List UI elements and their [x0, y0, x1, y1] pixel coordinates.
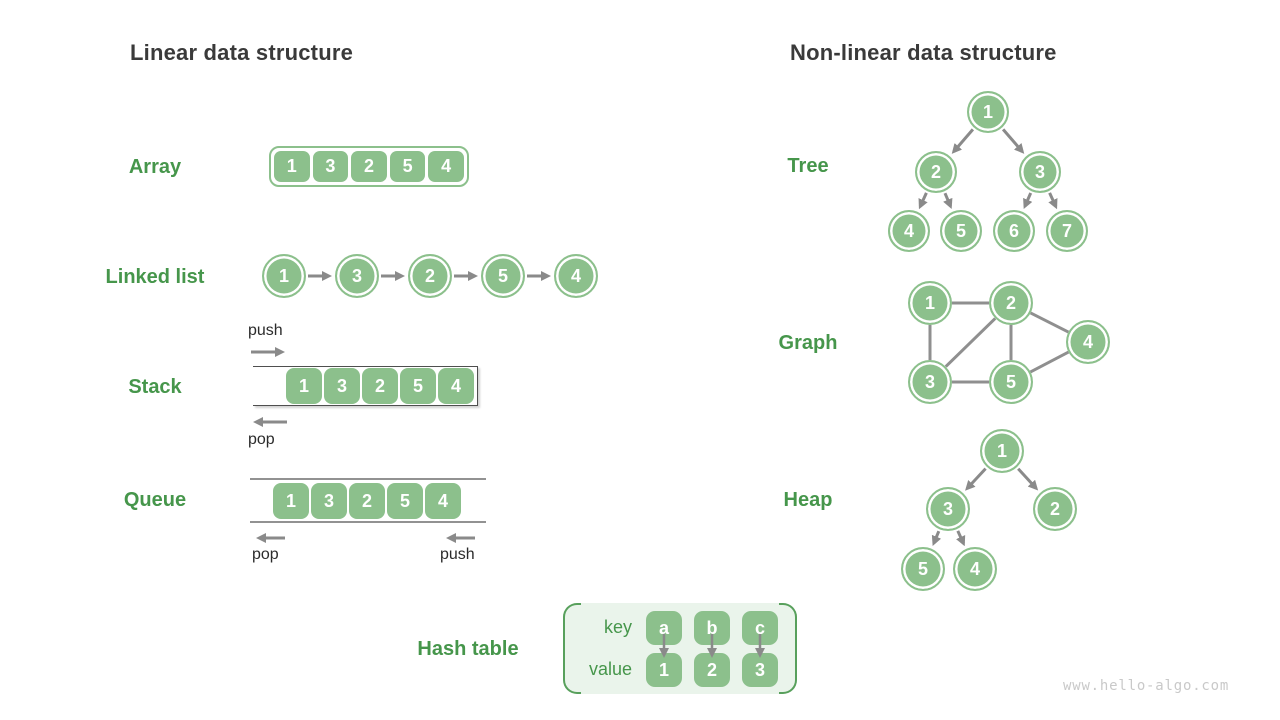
hash-key-cell: a: [646, 611, 682, 645]
hash-right-bracket: [779, 603, 797, 694]
hash-key-header: key: [603, 617, 632, 637]
tree-node: 2: [915, 151, 957, 193]
stack-label: Stack: [128, 376, 182, 398]
heap-node: 1: [980, 429, 1024, 473]
graph-node: 2: [989, 281, 1033, 325]
array-cell: 5: [389, 151, 426, 182]
queue-push-label: push: [440, 546, 475, 563]
tree-node: 4: [888, 210, 930, 252]
stack-cell: 3: [324, 368, 360, 404]
stack-cell: 2: [362, 368, 398, 404]
heap-node: 4: [953, 547, 997, 591]
stack-push-label: push: [248, 322, 283, 339]
linked-list-node: 5: [481, 254, 525, 298]
linked-list-node: 1: [262, 254, 306, 298]
queue-pop-label: pop: [252, 546, 279, 563]
queue-label: Queue: [123, 489, 187, 511]
tree-node: 7: [1046, 210, 1088, 252]
hash-key-cell: c: [742, 611, 778, 645]
hash-value-cell: 3: [742, 653, 778, 687]
queue-cell: 2: [349, 483, 385, 519]
heap-node: 3: [926, 487, 970, 531]
stack-cell: 1: [286, 368, 322, 404]
hash-key-cell: b: [694, 611, 730, 645]
array-cell: 4: [428, 151, 464, 182]
array-cell: 3: [312, 151, 349, 182]
hash-value-cell: 2: [694, 653, 730, 687]
hash-left-bracket: [563, 603, 581, 694]
graph-node: 5: [989, 360, 1033, 404]
linked-list-node: 2: [408, 254, 452, 298]
hash-value-cell: 1: [646, 653, 682, 687]
array-cell: 2: [351, 151, 387, 182]
queue-cell: 3: [311, 483, 347, 519]
linked-list-node: 4: [554, 254, 598, 298]
tree-node: 5: [940, 210, 982, 252]
tree-node: 3: [1019, 151, 1061, 193]
tree-node: 6: [993, 210, 1035, 252]
graph-node: 1: [908, 281, 952, 325]
hash-value-header: value: [588, 659, 632, 679]
stack-pop-label: pop: [248, 431, 275, 448]
tree-node: 1: [967, 91, 1009, 133]
heap-node: 5: [901, 547, 945, 591]
graph-node: 3: [908, 360, 952, 404]
array-container: 1 3 2 5 4: [269, 146, 469, 187]
tree-label: Tree: [787, 155, 829, 177]
site-watermark: www.hello-algo.com: [1063, 678, 1230, 694]
nonlinear-section-title: Non-linear data structure: [790, 40, 1057, 65]
queue-cell: 1: [273, 483, 309, 519]
linear-section-title: Linear data structure: [130, 40, 354, 65]
linked-list-node: 3: [335, 254, 379, 298]
stack-cell: 5: [400, 368, 436, 404]
queue-cell: 5: [387, 483, 423, 519]
graph-label: Graph: [778, 332, 838, 354]
stack-container: [253, 366, 478, 406]
stack-cell: 4: [438, 368, 474, 404]
linked-list-label: Linked list: [105, 266, 205, 288]
array-label: Array: [128, 156, 182, 178]
heap-label: Heap: [783, 489, 833, 511]
heap-node: 2: [1033, 487, 1077, 531]
graph-node: 4: [1066, 320, 1110, 364]
array-cell: 1: [274, 151, 310, 182]
hash-table-label: Hash table: [417, 638, 519, 660]
queue-cell: 4: [425, 483, 461, 519]
